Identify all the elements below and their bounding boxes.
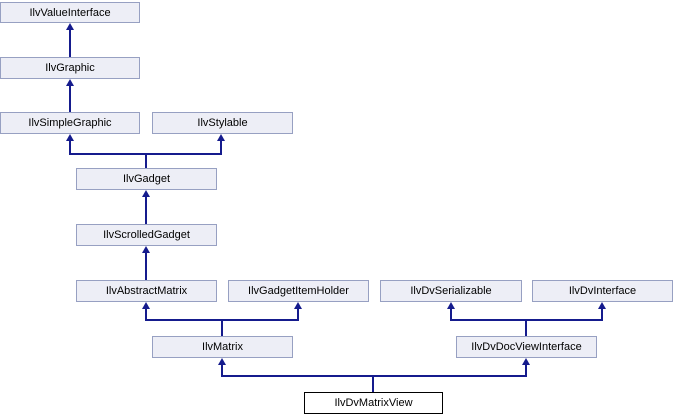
class-node-ilvvalueinterface[interactable]: IlvValueInterface <box>0 2 140 23</box>
arrowhead-ilvvalueinterface <box>66 23 74 30</box>
class-node-ilvdvinterface[interactable]: IlvDvInterface <box>532 280 673 302</box>
arrowhead-ilvsimplegraphic <box>66 134 74 141</box>
class-node-ilvsimplegraphic[interactable]: IlvSimpleGraphic <box>0 112 140 134</box>
arrowhead-ilvdvserializable <box>447 302 455 309</box>
edge-ilvdvmatrixview-ilvdvdocviewinterface <box>525 364 527 377</box>
class-node-ilvdvmatrixview-current: IlvDvMatrixView <box>304 392 443 414</box>
edge-ilvabstractmatrix-ilvscrolledgadget <box>145 252 147 280</box>
arrowhead-ilvmatrix <box>218 358 226 365</box>
edge-ilvscrolledgadget-ilvgadget <box>145 196 147 224</box>
edge-stub-ilvdvdocviewinterface <box>525 319 527 336</box>
class-node-ilvmatrix[interactable]: IlvMatrix <box>152 336 293 358</box>
class-node-ilvdvserializable[interactable]: IlvDvSerializable <box>380 280 522 302</box>
edge-stub-ilvmatrix <box>221 319 223 336</box>
edge-ilvsimplegraphic-ilvgraphic <box>69 85 71 112</box>
class-node-ilvdvdocviewinterface[interactable]: IlvDvDocViewInterface <box>456 336 597 358</box>
edge-ilvdvdocviewinterface-ilvdvserializable <box>450 308 452 321</box>
arrowhead-ilvdvdocviewinterface <box>522 358 530 365</box>
arrowhead-ilvscrolledgadget <box>142 246 150 253</box>
class-node-ilvgraphic[interactable]: IlvGraphic <box>0 57 140 79</box>
edge-ilvdvdocviewinterface-ilvdvinterface <box>601 308 603 321</box>
edge-bus-ilvdvmatrixview <box>221 375 527 377</box>
edge-ilvmatrix-ilvabstractmatrix <box>145 308 147 321</box>
class-node-ilvgadget[interactable]: IlvGadget <box>76 168 217 190</box>
class-node-ilvstylable[interactable]: IlvStylable <box>152 112 293 134</box>
arrowhead-ilvabstractmatrix <box>142 302 150 309</box>
edge-ilvgraphic-ilvvalueinterface <box>69 29 71 57</box>
class-node-ilvgadgetitemholder[interactable]: IlvGadgetItemHolder <box>228 280 369 302</box>
class-node-ilvscrolledgadget[interactable]: IlvScrolledGadget <box>76 224 217 246</box>
edge-ilvmatrix-ilvgadgetitemholder <box>297 308 299 321</box>
edge-ilvdvmatrixview-ilvmatrix <box>221 364 223 377</box>
arrowhead-ilvdvinterface <box>598 302 606 309</box>
edge-ilvgadget-ilvstylable <box>220 140 222 155</box>
class-node-ilvabstractmatrix[interactable]: IlvAbstractMatrix <box>76 280 217 302</box>
arrowhead-ilvstylable <box>217 134 225 141</box>
arrowhead-ilvgadget <box>142 190 150 197</box>
arrowhead-ilvgadgetitemholder <box>294 302 302 309</box>
arrowhead-ilvgraphic <box>66 79 74 86</box>
edge-stub-ilvgadget <box>145 153 147 168</box>
edge-stub-ilvdvmatrixview <box>372 375 374 392</box>
edge-ilvgadget-ilvsimplegraphic <box>69 140 71 155</box>
